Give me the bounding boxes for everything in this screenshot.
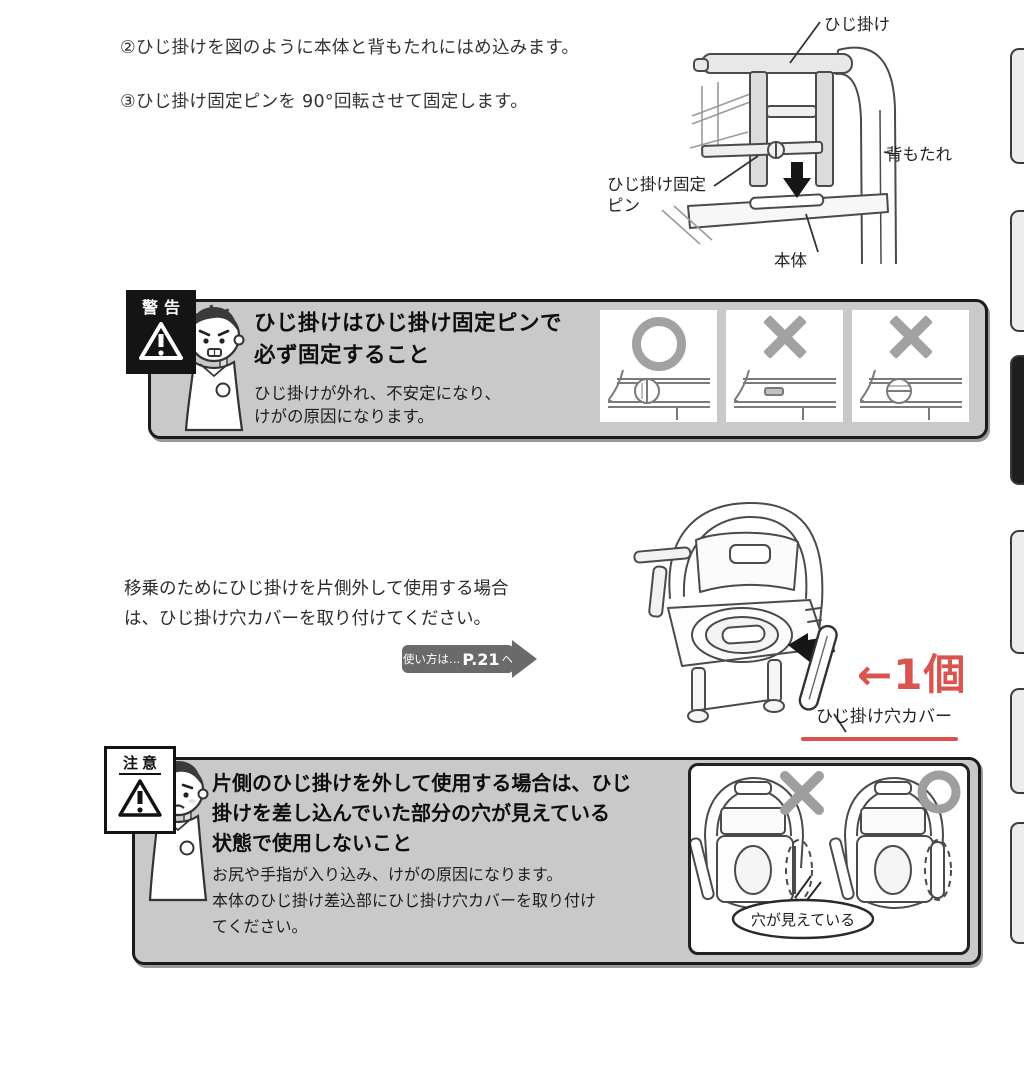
ok-mark-icon xyxy=(631,317,686,371)
ng-mark-icon xyxy=(780,771,824,815)
side-tab-2[interactable] xyxy=(1010,210,1024,332)
transfer-note: 移乗のためにひじ掛けを片側外して使用する場合 は、ひじ掛け穴カバーを取り付けてく… xyxy=(124,579,509,629)
cover-count-label: ←1個 xyxy=(857,650,967,699)
cover-name-label: ひじ掛け穴カバー xyxy=(816,707,952,727)
armrest-assembly-diagram xyxy=(661,21,897,265)
warning-character-illustration xyxy=(183,304,245,432)
label-fixing-pin: ひじ掛け固定 ピン xyxy=(607,175,706,215)
cover-attached xyxy=(930,841,945,899)
label-body: 本体 xyxy=(774,251,807,270)
caution-triangle-icon xyxy=(118,779,162,817)
caution-badge-label: 注意 xyxy=(118,752,161,775)
pin-unlocked-diagram xyxy=(859,369,962,420)
side-tab-6[interactable] xyxy=(1010,822,1024,944)
warning-triangle-icon xyxy=(139,322,183,360)
label-armrest: ひじ掛け xyxy=(824,15,890,34)
step-2-text: ②ひじ掛けを図のように本体と背もたれにはめ込みます。 xyxy=(120,38,580,58)
hole-visible-bubble xyxy=(731,898,875,940)
side-tab-4[interactable] xyxy=(1010,530,1024,654)
leader-armrest xyxy=(789,21,821,64)
warning-badge-label: 警告 xyxy=(141,298,186,317)
ng-mark-icon xyxy=(886,312,936,362)
caution-body: お尻や手指が入り込み、けがの原因になります。 本体のひじ掛け差込部にひじ掛け穴カ… xyxy=(212,865,597,936)
pin-locked-diagram xyxy=(607,369,710,420)
side-tab-3-active[interactable] xyxy=(1010,355,1024,485)
label-backrest: 背もたれ xyxy=(886,145,952,164)
side-tab-1[interactable] xyxy=(1010,48,1024,164)
side-tab-5[interactable] xyxy=(1010,688,1024,794)
armrest-bar xyxy=(701,53,853,74)
usage-page-ref-button[interactable]: 使い方は… P.21 へ xyxy=(402,645,514,673)
warning-box xyxy=(148,299,988,439)
ok-mark-icon xyxy=(917,770,961,814)
usage-ref-suffix: へ xyxy=(501,652,514,666)
chair-hole-covered xyxy=(829,770,961,909)
warning-body: ひじ掛けが外れ、不安定になり、 けがの原因になります。 xyxy=(254,384,502,426)
hole-visibility-panel: 穴が見えている xyxy=(688,763,970,955)
warning-title: ひじ掛けはひじ掛け固定ピンで 必ず固定すること xyxy=(254,311,563,368)
commode-chair-diagram xyxy=(633,501,847,733)
red-underline xyxy=(801,737,958,741)
warning-badge: 警告 xyxy=(126,290,196,374)
pin-panel-wrong-flat xyxy=(726,310,843,422)
caution-title: 片側のひじ掛けを外して使用する場合は、ひじ 掛けを差し込んでいた部分の穴が見えて… xyxy=(212,771,632,855)
pin-panel-correct xyxy=(600,310,717,422)
insert-direction-arrow xyxy=(783,162,811,198)
leader-pin xyxy=(713,155,759,187)
ng-mark-icon xyxy=(760,312,810,362)
pin-result-panels xyxy=(600,310,969,422)
leader-backrest xyxy=(883,151,895,155)
caution-badge: 注意 xyxy=(104,746,176,834)
hole-visible-bubble-text: 穴が見えている xyxy=(751,911,855,929)
armrest-hole-cover-part xyxy=(798,624,838,711)
chair-hole-visible xyxy=(691,771,824,909)
hole-visibility-diagram: 穴が見えている xyxy=(691,770,961,940)
step-3-text: ③ひじ掛け固定ピンを 90°回転させて固定します。 xyxy=(120,92,529,112)
usage-ref-page: P.21 xyxy=(462,649,500,669)
usage-ref-prefix: 使い方は… xyxy=(402,652,461,666)
pin-flat-diagram xyxy=(733,369,836,420)
leader-body xyxy=(805,213,819,253)
pin-panel-wrong-horizontal xyxy=(852,310,969,422)
caution-character-illustration xyxy=(147,761,209,902)
leader-cover xyxy=(833,713,847,733)
